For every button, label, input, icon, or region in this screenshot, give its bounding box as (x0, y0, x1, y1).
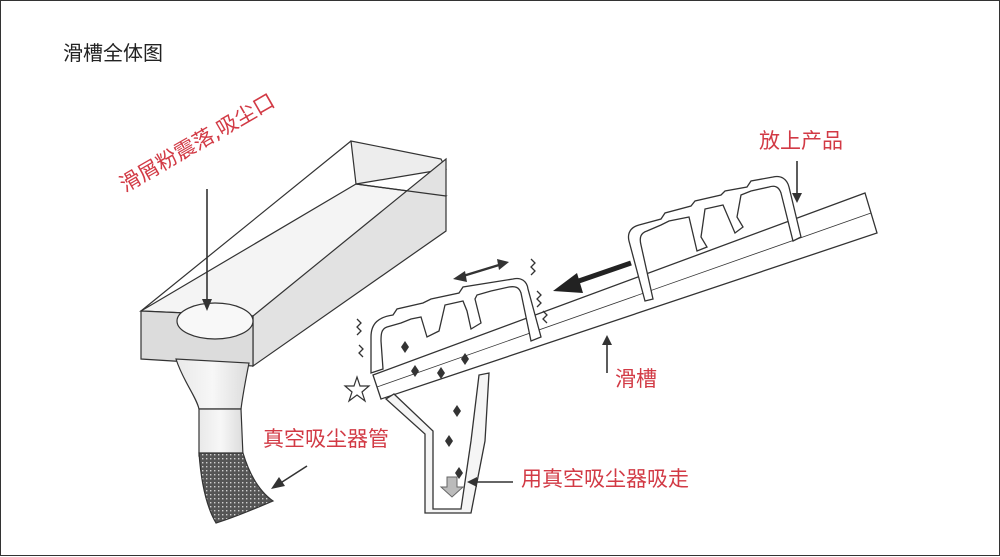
dust-particle (453, 405, 461, 417)
label-vacuum-pipe: 真空吸尘器管 (263, 427, 389, 451)
place-pointer-head (792, 193, 802, 203)
label-chute: 滑槽 (615, 367, 657, 391)
dust-particles (401, 341, 469, 479)
fixture-upper (627, 175, 802, 302)
label-vacuum-suck: 用真空吸尘器吸走 (521, 467, 689, 491)
dust-particle (445, 435, 453, 447)
chute-section (370, 175, 878, 514)
vibration-mark (536, 290, 542, 308)
vibration-arrow-head-left (453, 271, 467, 282)
chute-drop-channel (384, 372, 490, 514)
impact-star-icon (343, 375, 371, 403)
pipe-mesh (198, 452, 275, 524)
dust-particle (461, 353, 469, 365)
vacuum-pointer-head (467, 477, 477, 487)
chute-pointer-head (602, 335, 612, 345)
down-flow-arrow (439, 476, 465, 498)
vibration-mark (358, 344, 364, 358)
slide-arrow-head (553, 273, 583, 293)
figure-title: 滑槽全体图 (63, 41, 163, 65)
vibration-mark (542, 310, 548, 324)
vibration-mark (530, 258, 536, 276)
chute-overview (138, 140, 448, 524)
label-place-product: 放上产品 (759, 129, 843, 153)
outlet-pointer-head (202, 299, 212, 311)
dust-particle (401, 341, 409, 353)
fixture-lower (370, 277, 542, 374)
pipe-pointer-arrow (278, 465, 308, 485)
pipe-upper (198, 408, 244, 457)
dust-outlet (176, 302, 254, 340)
funnel (175, 358, 250, 410)
vibration-mark (356, 318, 362, 336)
dust-particle (455, 467, 463, 479)
slide-direction-arrow (572, 260, 632, 286)
vibration-direction-arrow (462, 263, 500, 278)
dust-particle (411, 365, 419, 377)
dust-particle (437, 367, 445, 379)
chute-rail (372, 192, 878, 400)
vibration-arrow-head-right (497, 259, 509, 270)
pipe-pointer-head (271, 477, 285, 489)
vibration-marks (356, 258, 548, 358)
